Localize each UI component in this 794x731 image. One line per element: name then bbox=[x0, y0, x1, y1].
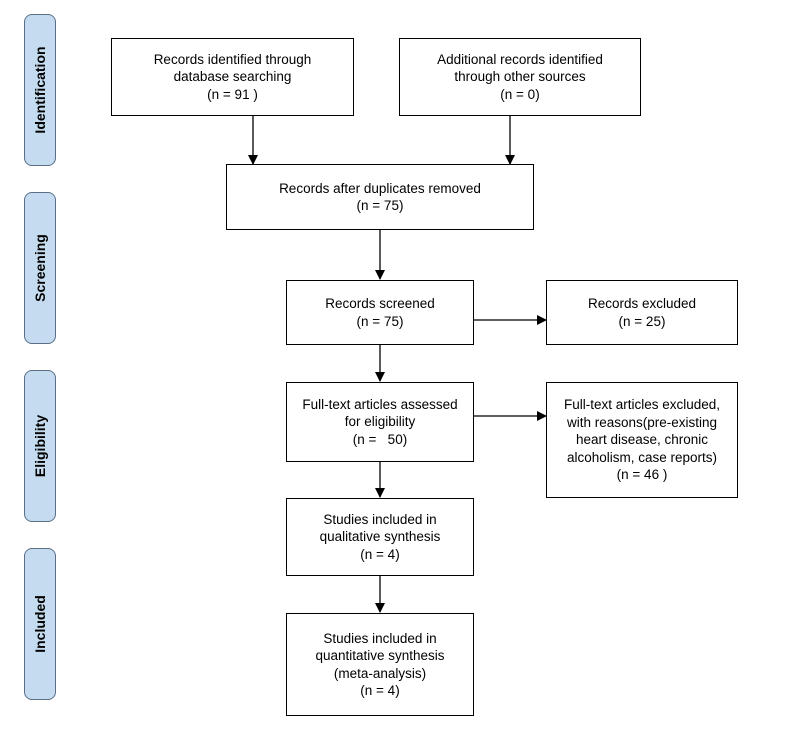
box-fulltext-assessed-count: (n = 50) bbox=[352, 431, 408, 447]
box-other-sources-line-1: Additional records identified bbox=[437, 51, 603, 67]
box-quantitative-synthesis-count: (n = 4) bbox=[360, 683, 400, 698]
box-qualitative-synthesis-line-1: Studies included in bbox=[323, 511, 437, 527]
box-database-searching: Records identified through database sear… bbox=[111, 38, 354, 116]
box-qualitative-synthesis: Studies included in qualitative synthesi… bbox=[286, 498, 474, 576]
stage-identification: Identification bbox=[24, 14, 56, 166]
box-qualitative-synthesis-line-2: qualitative synthesis bbox=[319, 529, 441, 545]
box-fulltext-excluded-line-3: heart disease, chronic bbox=[575, 432, 709, 448]
box-records-screened: Records screened (n = 75) bbox=[286, 280, 474, 345]
box-records-screened-count: (n = 75) bbox=[356, 313, 404, 329]
box-after-duplicates: Records after duplicates removed (n = 75… bbox=[226, 164, 534, 230]
stage-eligibility: Eligibility bbox=[24, 370, 56, 522]
box-after-duplicates-count: (n = 75) bbox=[356, 198, 404, 213]
box-fulltext-excluded-line-1: Full-text articles excluded, bbox=[563, 397, 721, 413]
box-records-excluded: Records excluded (n = 25) bbox=[546, 280, 738, 345]
box-fulltext-excluded-count: (n = 46 ) bbox=[616, 467, 668, 483]
box-quantitative-synthesis-line-1: Studies included in bbox=[323, 630, 437, 646]
box-fulltext-assessed: Full-text articles assessed for eligibil… bbox=[286, 382, 474, 462]
box-fulltext-excluded: Full-text articles excluded, with reason… bbox=[546, 382, 738, 498]
box-other-sources-line-2: through other sources bbox=[454, 69, 586, 85]
box-records-excluded-count: (n = 25) bbox=[618, 313, 666, 329]
box-fulltext-excluded-line-2: with reasons(pre-existing bbox=[566, 414, 718, 430]
stage-included: Included bbox=[24, 548, 56, 700]
box-quantitative-synthesis-line-2: quantitative synthesis bbox=[315, 648, 445, 663]
box-database-searching-line-2: database searching bbox=[173, 69, 292, 85]
box-records-screened-line-1: Records screened bbox=[325, 296, 435, 311]
stage-screening: Screening bbox=[24, 192, 56, 344]
box-qualitative-synthesis-count: (n = 4) bbox=[360, 546, 400, 562]
box-fulltext-assessed-line-1: Full-text articles assessed bbox=[302, 396, 458, 412]
box-database-searching-line-1: Records identified through bbox=[153, 51, 312, 67]
box-fulltext-excluded-line-4: alcoholism, case reports) bbox=[566, 449, 718, 465]
box-other-sources-count: (n = 0) bbox=[500, 86, 540, 102]
box-after-duplicates-line-1: Records after duplicates removed bbox=[279, 180, 481, 196]
box-fulltext-assessed-line-2: for eligibility bbox=[344, 414, 416, 430]
box-records-excluded-line-1: Records excluded bbox=[587, 296, 697, 311]
box-database-searching-count: (n = 91 ) bbox=[207, 86, 258, 102]
box-other-sources: Additional records identified through ot… bbox=[399, 38, 641, 116]
box-quantitative-synthesis: Studies included in quantitative synthes… bbox=[286, 613, 474, 716]
box-quantitative-synthesis-line-3: (meta-analysis) bbox=[333, 665, 427, 681]
